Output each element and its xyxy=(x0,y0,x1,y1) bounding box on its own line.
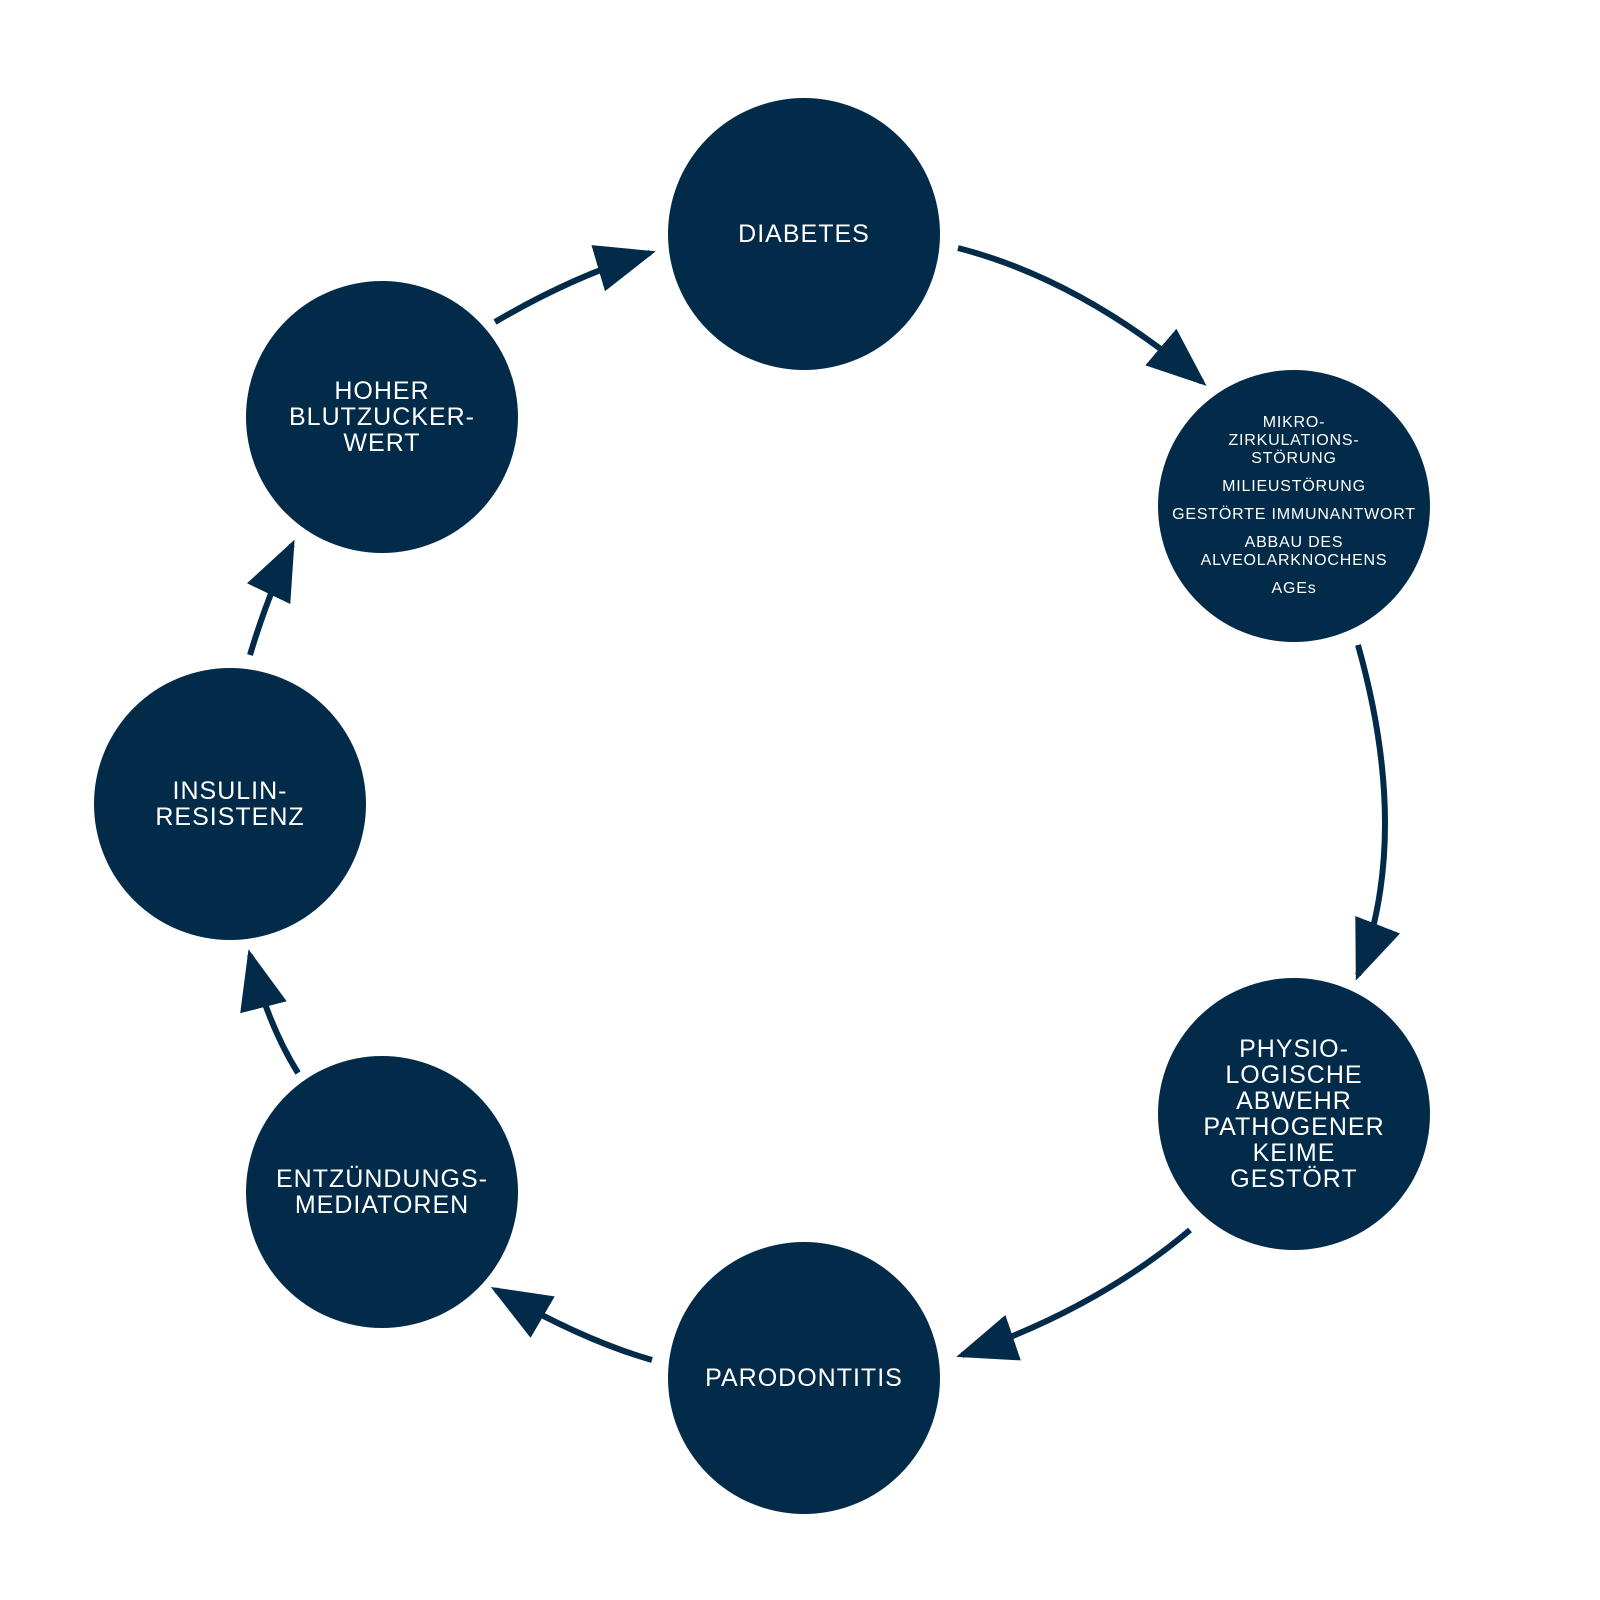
arrow-defense-to-periodontitis xyxy=(956,1227,1192,1361)
arrow-bloodsugar-to-diabetes xyxy=(493,245,656,325)
arrow-diabetes-to-complications xyxy=(957,245,1207,386)
node-complications: MIKRO- ZIRKULATIONS- STÖRUNG MILIEUSTÖRU… xyxy=(1158,370,1430,642)
complication-item-bone-loss: ABBAU DES ALVEOLARKNOCHENS xyxy=(1200,534,1388,569)
node-mediators: ENTZÜNDUNGS- MEDIATOREN xyxy=(246,1056,518,1328)
node-diabetes-label: DIABETES xyxy=(738,220,870,248)
node-high-blood-sugar: HOHER BLUTZUCKER- WERT xyxy=(246,281,518,553)
arrow-complications-to-defense xyxy=(1355,644,1401,981)
complication-item-milieu: MILIEUSTÖRUNG xyxy=(1222,478,1366,495)
node-insulin-resistance: INSULIN- RESISTENZ xyxy=(94,668,366,940)
complication-item-ages: AGEs xyxy=(1271,580,1317,597)
complication-item-immune: GESTÖRTE IMMUNANTWORT xyxy=(1172,506,1416,523)
arrow-mediators-to-insulin xyxy=(240,949,301,1075)
complication-item-microcirculation: MIKRO- ZIRKULATIONS- STÖRUNG xyxy=(1228,414,1360,467)
node-diabetes: DIABETES xyxy=(668,98,940,370)
arrow-periodontitis-to-mediators xyxy=(490,1286,653,1363)
node-defense: PHYSIO- LOGISCHE ABWEHR PATHOGENER KEIME… xyxy=(1158,978,1430,1250)
node-periodontitis: PARODONTITIS xyxy=(668,1242,940,1514)
arrow-insulin-to-bloodsugar xyxy=(246,539,295,656)
